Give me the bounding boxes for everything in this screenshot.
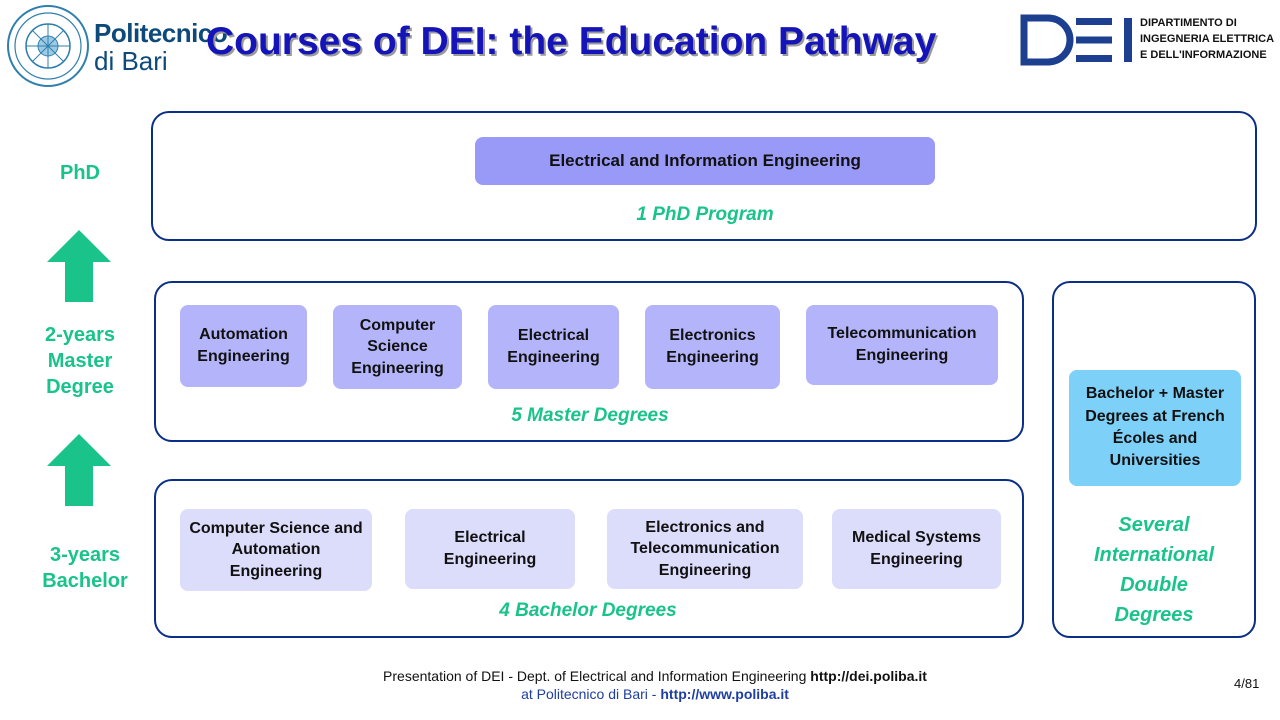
master-course-computer-science[interactable]: Computer Science Engineering (333, 305, 462, 389)
master-course-automation[interactable]: Automation Engineering (180, 305, 307, 387)
arrow-up-icon (47, 230, 111, 302)
bachelor-course-electrical[interactable]: Electrical Engineering (405, 509, 575, 589)
phd-course-box[interactable]: Electrical and Information Engineering (475, 137, 935, 185)
arrow-up-icon (47, 434, 111, 506)
footer: Presentation of DEI - Dept. of Electrica… (300, 668, 1010, 703)
bachelor-course-medical-systems[interactable]: Medical Systems Engineering (832, 509, 1001, 589)
poliba-line2: di Bari (94, 46, 168, 76)
international-panel-label: Several International Double Degrees (1054, 510, 1254, 630)
master-course-telecommunication[interactable]: Telecommunication Engineering (806, 305, 998, 385)
level-master-line2: Master (47, 350, 113, 372)
level-bachelor-line1: 3-years (49, 544, 121, 566)
bachelor-panel-label: 4 Bachelor Degrees (499, 600, 677, 621)
dept-line1: DIPARTIMENTO DI (1140, 17, 1237, 29)
dei-logo-icon (1020, 14, 1132, 66)
level-master-line3: Degree (46, 376, 114, 398)
poliba-line1: Politecnico (94, 18, 228, 48)
department-name: DIPARTIMENTO DI INGEGNERIA ELETTRICA E D… (1140, 16, 1274, 64)
footer-line1: Presentation of DEI - Dept. of Electrica… (300, 668, 1010, 686)
intl-label-line3: Double (1120, 574, 1188, 596)
master-course-electrical[interactable]: Electrical Engineering (488, 305, 619, 389)
poliba-seal-icon (7, 5, 89, 87)
intl-label-line2: International (1093, 544, 1214, 566)
dept-line3: E DELL'INFORMAZIONE (1140, 48, 1267, 61)
international-course-box[interactable]: Bachelor + Master Degrees at French Écol… (1069, 370, 1241, 486)
poliba-website-link[interactable]: http://www.poliba.it (660, 685, 789, 702)
dept-line2: INGEGNERIA ELETTRICA (1140, 32, 1275, 45)
page-number: 4/81 (1234, 676, 1260, 691)
level-phd-line: PhD (60, 162, 100, 184)
level-bachelor-line2: Bachelor (42, 570, 128, 592)
footer-line2: at Politecnico di Bari - http://www.poli… (300, 686, 1010, 704)
bachelor-course-cs-automation[interactable]: Computer Science and Automation Engineer… (180, 509, 372, 591)
master-panel-label: 5 Master Degrees (511, 405, 669, 426)
level-master-line1: 2-years (44, 324, 116, 346)
intl-label-line4: Degrees (1114, 604, 1194, 626)
footer-line2-text: at Politecnico di Bari - (521, 685, 661, 702)
footer-line1-text: Presentation of DEI - Dept. of Electrica… (383, 668, 811, 684)
dei-website-link[interactable]: http://dei.poliba.it (810, 668, 927, 684)
master-course-electronics[interactable]: Electronics Engineering (645, 305, 780, 389)
page-title: Courses of DEI: the Education Pathway (206, 20, 937, 63)
poliba-wordmark: Politecnico di Bari (94, 18, 228, 76)
phd-panel-label: 1 PhD Program (636, 204, 774, 225)
intl-label-line1: Several (1118, 514, 1190, 536)
level-bachelor: 3-years Bachelor (20, 542, 150, 594)
bachelor-course-electronics-telecom[interactable]: Electronics and Telecommunication Engine… (607, 509, 803, 589)
level-master: 2-years Master Degree (20, 322, 140, 400)
level-phd: PhD (30, 160, 130, 186)
